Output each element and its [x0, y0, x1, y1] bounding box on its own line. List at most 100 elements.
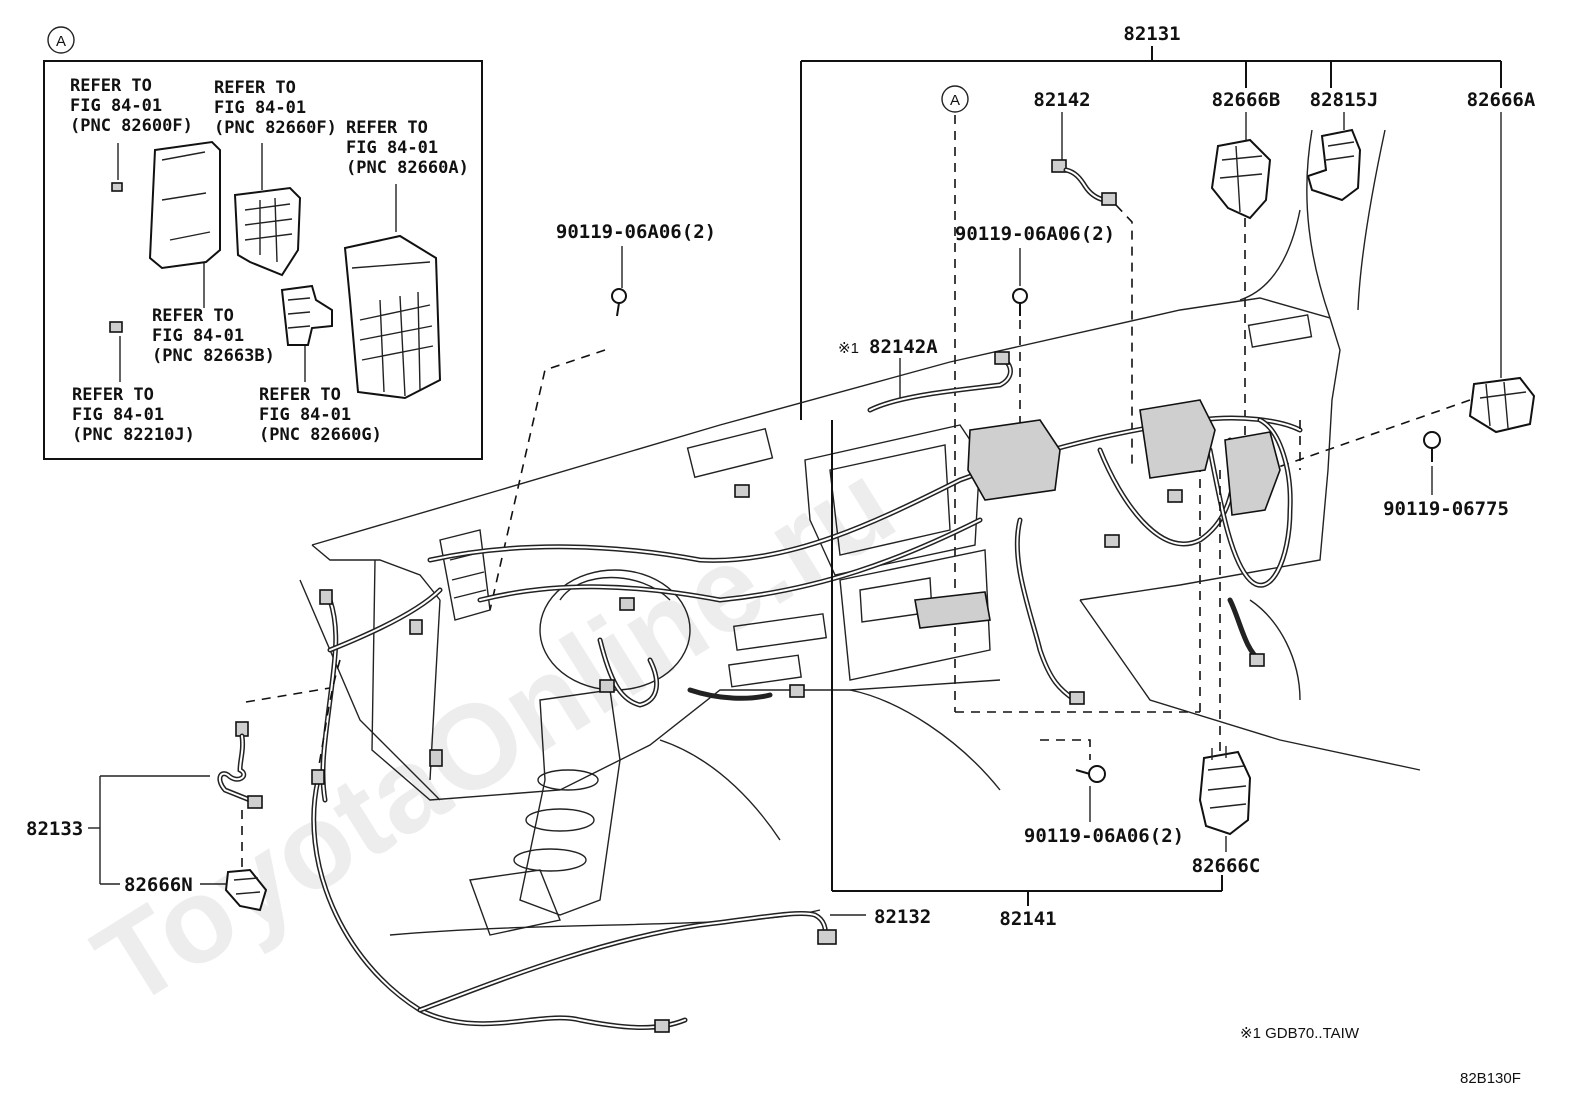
junction-cluster: [1139, 399, 1216, 479]
label-82131[interactable]: 82131: [1123, 23, 1180, 45]
label-82666A[interactable]: 82666A: [1467, 89, 1536, 111]
callout-82660G[interactable]: REFER TO FIG 84-01 (PNC 82660G): [259, 385, 382, 445]
label-bolt-mid[interactable]: 90119-06A06(2): [955, 223, 1115, 245]
center-display: [804, 424, 981, 576]
bolt-90119-06775[interactable]: 90119-06775: [1383, 431, 1509, 520]
bracket-82666A[interactable]: [1269, 376, 1536, 471]
guide-dashed: [245, 687, 331, 703]
inset-marker: A: [56, 33, 66, 50]
callout-line: FIG 84-01: [70, 96, 162, 116]
floor-line: [659, 739, 781, 841]
bracket-body: [1468, 376, 1536, 434]
connector: [734, 484, 750, 498]
left-bracket: [439, 529, 491, 621]
label-82141[interactable]: 82141: [999, 908, 1056, 930]
connector: [994, 351, 1010, 365]
label-82666C[interactable]: 82666C: [1192, 855, 1261, 877]
label-82666N[interactable]: 82666N: [124, 874, 193, 896]
callout-82663B[interactable]: REFER TO FIG 84-01 (PNC 82663B): [152, 306, 275, 366]
view-marker: A: [950, 92, 960, 109]
callout-line: REFER TO: [214, 78, 296, 98]
connector: [1069, 691, 1085, 705]
column-base: [469, 869, 561, 936]
bracket-82666C[interactable]: 82666C: [1192, 746, 1261, 877]
callout-82600F[interactable]: REFER TO FIG 84-01 (PNC 82600F): [70, 76, 193, 136]
side-outline: [299, 579, 441, 801]
sub-harness-82132[interactable]: 82132: [311, 659, 931, 1033]
sub-harness-82142[interactable]: [1051, 159, 1133, 470]
bracket-detail: [1479, 381, 1527, 429]
connector: [599, 679, 615, 693]
guide-dashed: [317, 659, 341, 771]
label-82133[interactable]: 82133: [26, 818, 83, 840]
floor-line: [1249, 599, 1301, 701]
block-detail: [161, 151, 211, 241]
column-boot: [513, 848, 587, 872]
junction-block-82660A: [343, 234, 442, 400]
wire: [417, 910, 828, 1013]
wire: [312, 779, 686, 1029]
relay-block-82660F: [233, 186, 302, 277]
label-bolt-bottom[interactable]: 90119-06A06(2): [1024, 825, 1184, 847]
harness-right: [1209, 419, 1292, 587]
bolt-left-top[interactable]: 90119-06A06(2): [489, 221, 716, 611]
main-harness[interactable]: [319, 351, 1303, 803]
callout-line: REFER TO: [70, 76, 152, 96]
callout-line: (PNC 82663B): [152, 346, 275, 366]
watermark: ToyotaOnline.ru: [73, 436, 917, 1032]
guide-dashed: [1040, 739, 1091, 760]
label-82666B[interactable]: 82666B: [1212, 89, 1281, 111]
label-90119-06775[interactable]: 90119-06775: [1383, 498, 1509, 520]
pillar-line: [1357, 129, 1386, 311]
panel-slot: [732, 613, 828, 651]
connector: [654, 1019, 670, 1033]
callout-82210J[interactable]: REFER TO FIG 84-01 (PNC 82210J): [72, 385, 195, 445]
bracket-82815J[interactable]: [1306, 128, 1362, 202]
callout-line: FIG 84-01: [152, 326, 244, 346]
guide-dashed: [1115, 204, 1133, 470]
bracket-detail: [1325, 141, 1355, 161]
bracket-detail: [1219, 145, 1263, 213]
connector: [789, 684, 805, 698]
connector: [429, 749, 443, 767]
callout-line: REFER TO: [259, 385, 341, 405]
connector: [1167, 489, 1183, 503]
footnote: ※1 GDB70..TAIW: [1240, 1025, 1360, 1042]
block-detail: [351, 261, 434, 397]
sub-harness-82133[interactable]: [217, 687, 331, 870]
bracket-82666B[interactable]: [1210, 138, 1272, 470]
callout-82660A[interactable]: REFER TO FIG 84-01 (PNC 82660A): [346, 118, 469, 178]
junction-cluster: [914, 591, 991, 629]
bolt-bottom[interactable]: 90119-06A06(2): [1024, 739, 1184, 847]
guide-dashed: [489, 349, 606, 611]
bracket-detail: [449, 551, 487, 599]
label-82132[interactable]: 82132: [874, 906, 931, 928]
connector: [1104, 534, 1120, 548]
harness-left: [329, 589, 441, 651]
connector: [817, 929, 837, 945]
label-82142[interactable]: 82142: [1033, 89, 1090, 111]
fuse-part: [111, 182, 123, 192]
callout-line: REFER TO: [152, 306, 234, 326]
relay-82663B: [109, 321, 123, 333]
bracket-body: [1306, 128, 1362, 202]
callout-82660F[interactable]: REFER TO FIG 84-01 (PNC 82660F): [214, 78, 337, 138]
callout-line: (PNC 82600F): [70, 116, 193, 136]
harness-left: [327, 587, 443, 653]
center-panel: [839, 549, 991, 681]
harness-hub: [599, 639, 658, 707]
bolt-icon: [1423, 431, 1441, 449]
harness-drop: [1014, 517, 1078, 703]
callout-line: (PNC 82660F): [214, 118, 337, 138]
junction-cluster: [1224, 431, 1281, 516]
pillar-line: [1239, 209, 1301, 301]
label-82815J[interactable]: 82815J: [1310, 89, 1379, 111]
label-bolt-left[interactable]: 90119-06A06(2): [556, 221, 716, 243]
bracket-82666N[interactable]: [224, 868, 268, 912]
center-display-inner: [829, 444, 951, 556]
label-82142A[interactable]: 82142A: [869, 336, 938, 358]
callout-line: FIG 84-01: [72, 405, 164, 425]
group-82131: 82131: [800, 23, 1502, 420]
